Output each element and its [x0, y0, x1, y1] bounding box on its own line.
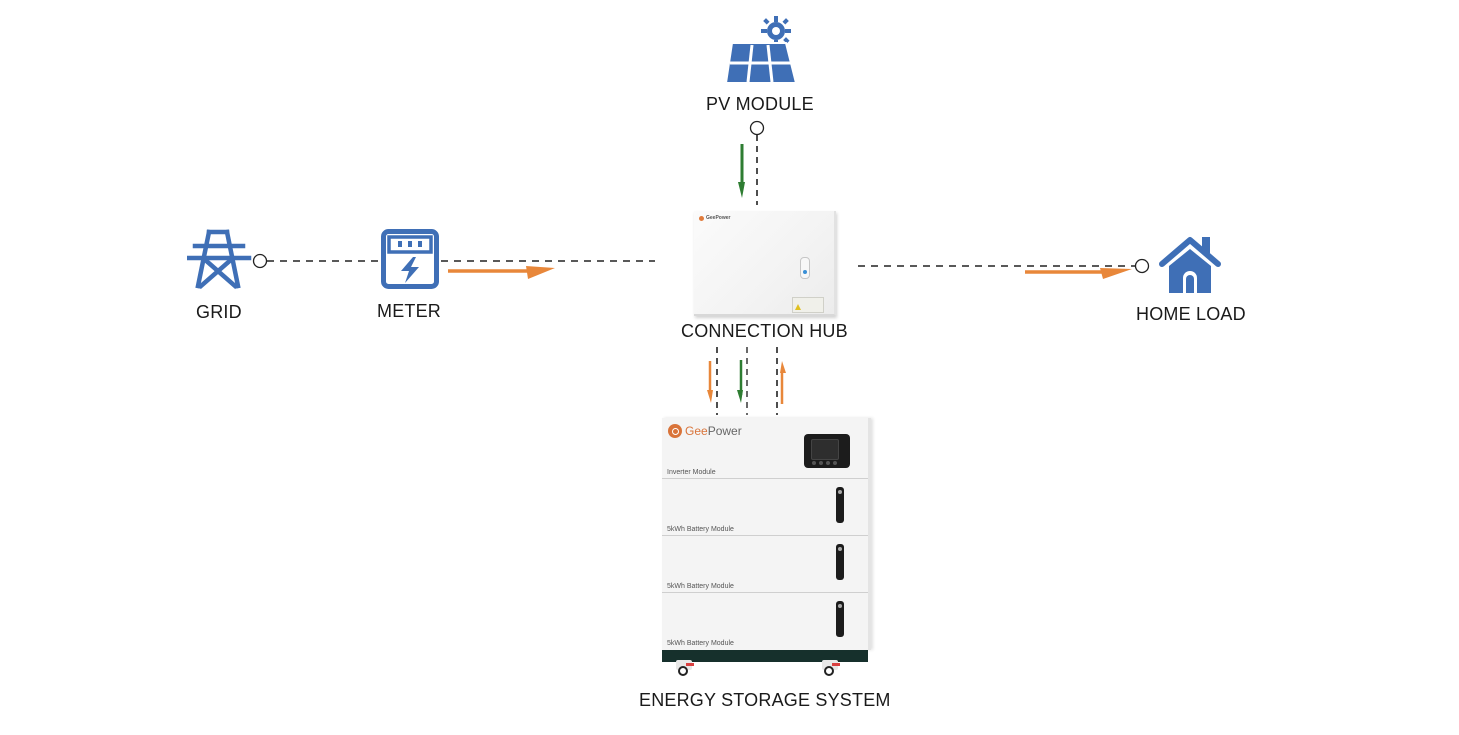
meter-label: METER: [377, 301, 441, 321]
home-load-label: HOME LOAD: [1136, 304, 1246, 324]
meter-flow-arrow-orange: [448, 266, 555, 279]
pv-flow-arrow-green: [738, 144, 745, 198]
warning-label-icon: [792, 297, 824, 313]
pv-module-label: PV MODULE: [706, 94, 814, 114]
ess-flow-arrow-orange-down: [707, 361, 713, 403]
inverter-module: GeePower Inverter Module: [662, 418, 868, 479]
brand-logo-icon: [699, 215, 704, 221]
battery-module-1: 5kWh Battery Module: [662, 479, 868, 536]
caster-wheel-icon: [822, 660, 840, 676]
caster-wheel-icon: [676, 660, 694, 676]
power-tower-icon: [187, 229, 252, 290]
ess-brand-logo: GeePower: [668, 424, 742, 438]
energy-storage-system-device: GeePower Inverter Module 5kWh Battery Mo…: [662, 418, 871, 650]
ess-base-frame: [662, 650, 868, 662]
ess-flow-arrow-green-down: [737, 360, 743, 403]
inverter-display-screen: [804, 434, 850, 468]
battery-indicator-icon: [836, 601, 844, 637]
connection-hub-label: CONNECTION HUB: [681, 321, 848, 341]
battery-module-3: 5kWh Battery Module: [662, 593, 868, 649]
pv-connection-node: [749, 120, 765, 136]
battery-module-2: 5kWh Battery Module: [662, 536, 868, 593]
home-flow-arrow-orange: [1025, 268, 1132, 279]
grid-connection-node: [252, 253, 268, 269]
energy-storage-system-label: ENERGY STORAGE SYSTEM: [639, 690, 891, 710]
hub-door-handle: [800, 257, 810, 279]
solar-panel-icon: [724, 16, 798, 84]
house-icon: [1159, 237, 1221, 293]
battery-indicator-icon: [836, 487, 844, 523]
home-connection-node: [1134, 258, 1150, 274]
hub-brand-logo: GeePower: [699, 215, 730, 221]
electric-meter-icon: [381, 229, 439, 289]
battery-indicator-icon: [836, 544, 844, 580]
ess-flow-arrow-orange-up: [780, 361, 786, 404]
connection-hub-device: GeePower: [694, 211, 836, 316]
grid-label: GRID: [196, 302, 242, 322]
brand-logo-icon: [668, 424, 682, 438]
